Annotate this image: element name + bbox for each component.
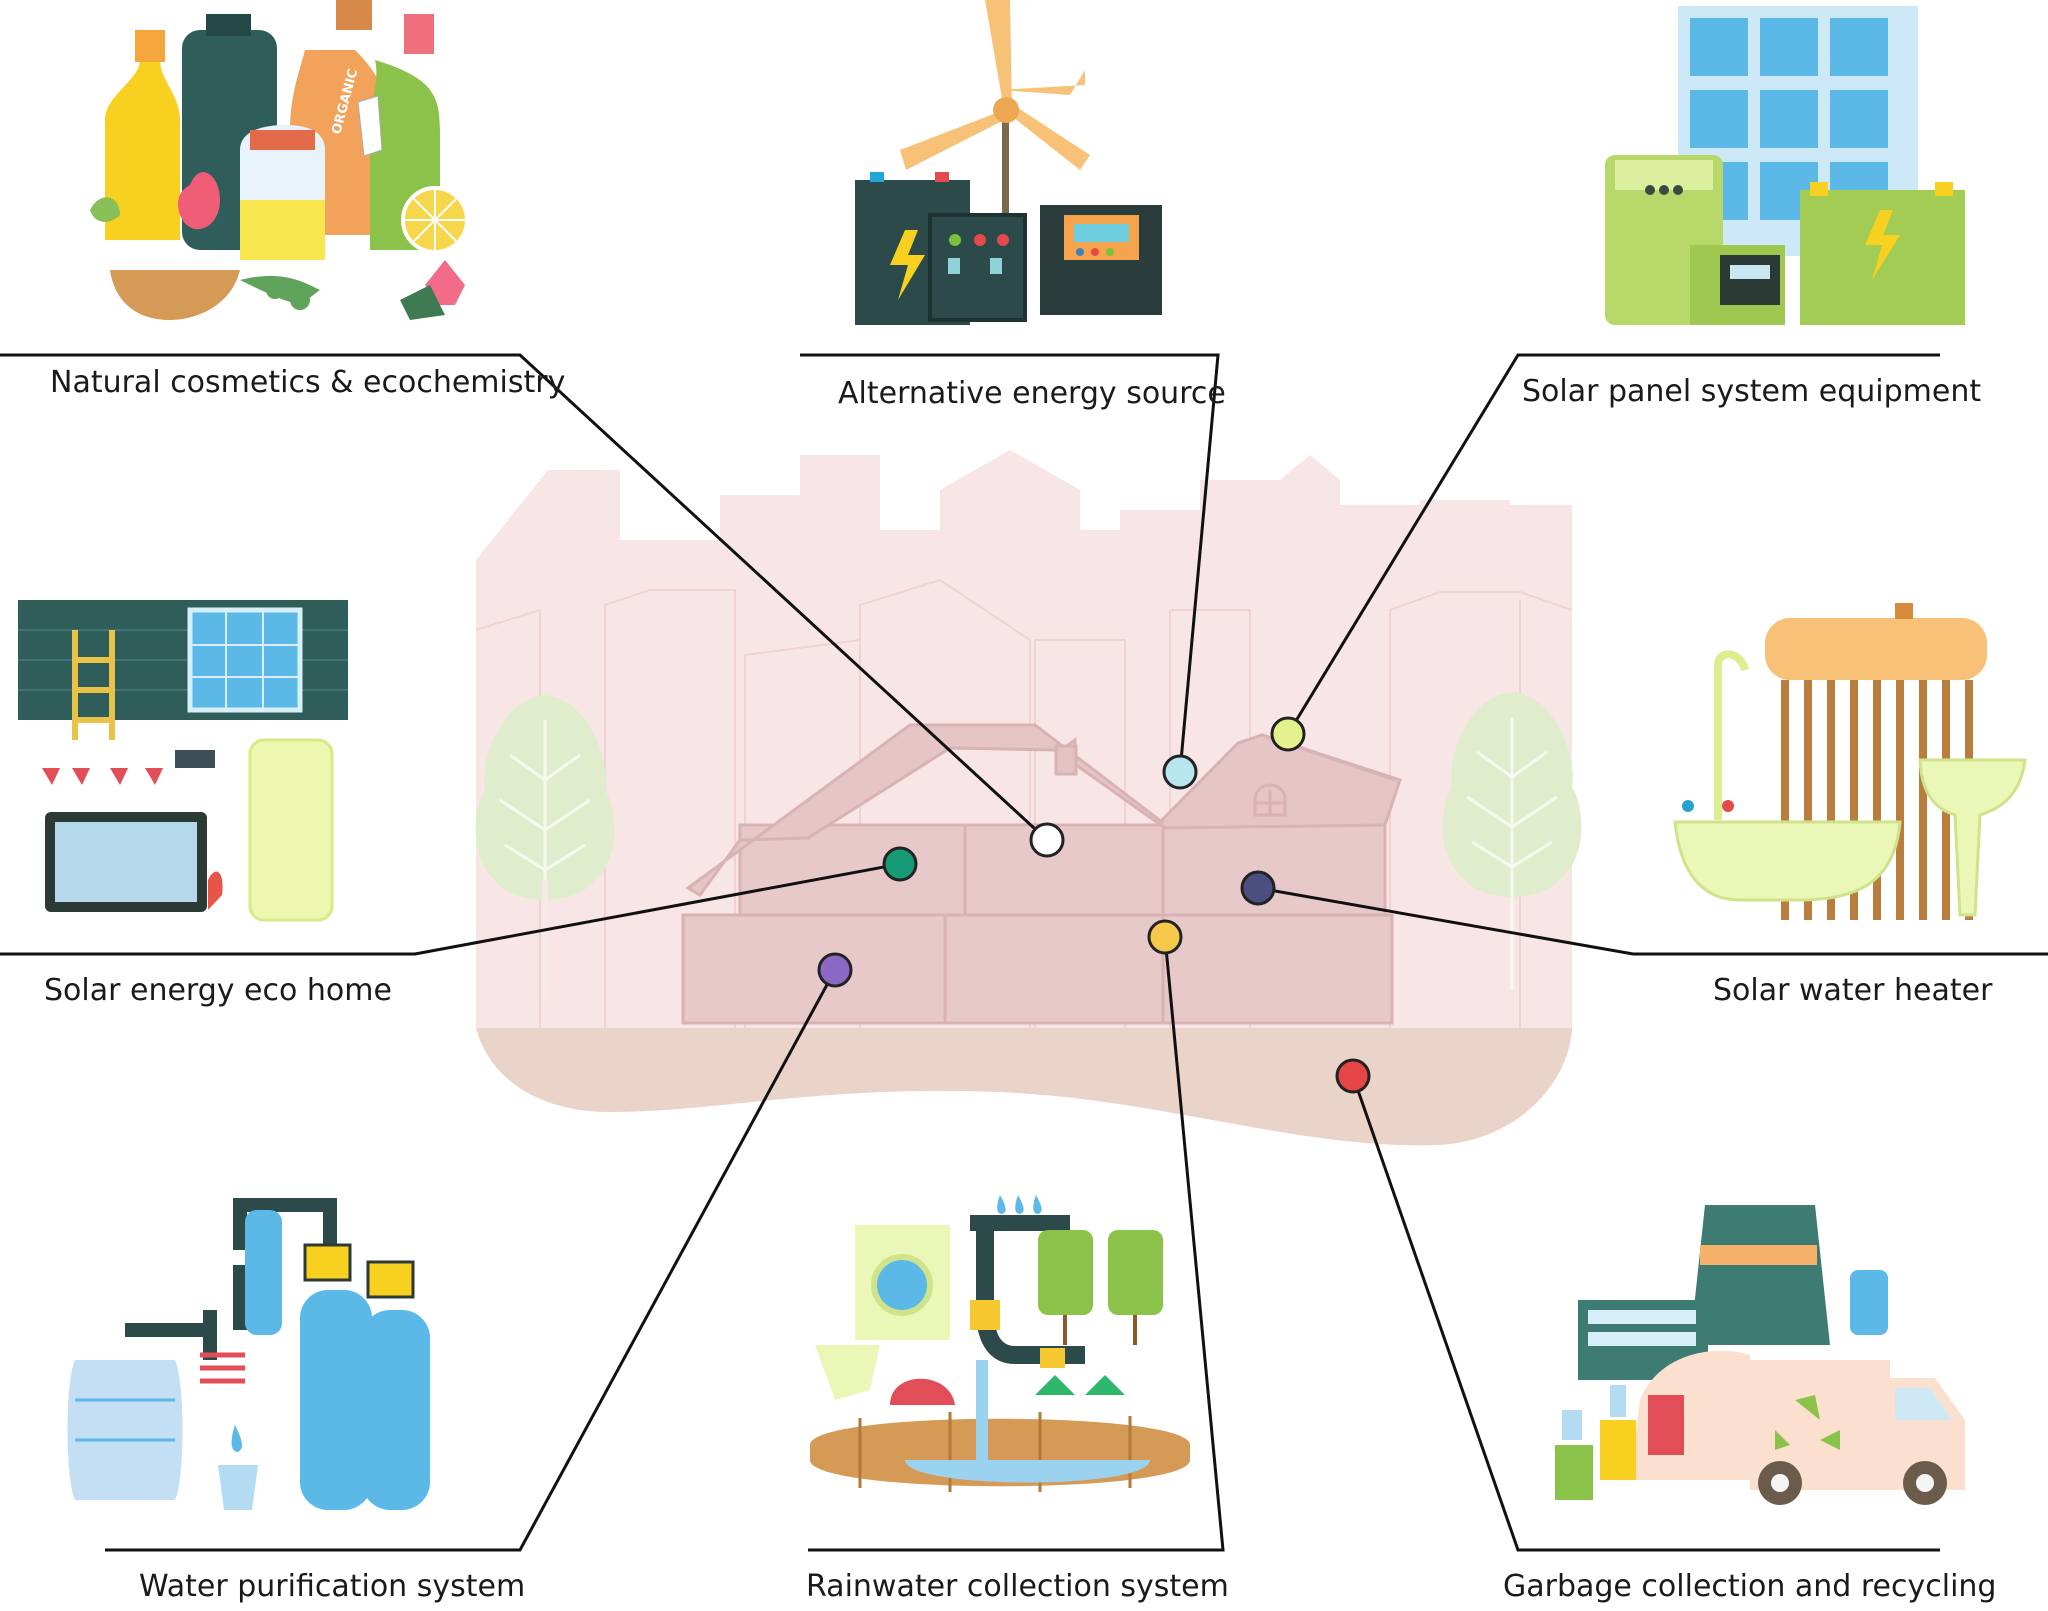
dot-alternative-energy [1162,754,1198,790]
cosmetics-bottles-icon: ORGANIC [90,0,469,320]
eco-home-appliances-icon [18,600,348,922]
dot-solar-panel [1270,716,1306,752]
label-solar-eco-home: Solar energy eco home [44,973,392,1008]
solar-panel-inverter-icon [1605,6,1965,325]
connector-rainwater [808,936,1225,1552]
connector-solar-water-heater [1257,886,2048,956]
connector-garbage [1351,1075,1940,1552]
dot-solar-eco-home [882,846,918,882]
dot-rainwater [1147,919,1183,955]
label-solar-water-heater: Solar water heater [1713,973,1993,1008]
connector-solar-panel [1286,353,1940,735]
label-garbage-recycling: Garbage collection and recycling [1503,1569,1997,1604]
marker-dots [817,716,1371,1094]
recycling-truck-bins-icon [1555,1205,1965,1505]
connector-water-purification [105,969,837,1552]
label-alternative-energy: Alternative energy source [838,376,1226,411]
connector-solar-eco-home [0,862,901,956]
water-filter-tanks-icon [67,1198,430,1510]
label-rainwater-collection: Rainwater collection system [806,1569,1229,1604]
connector-natural-cosmetics [0,353,1049,842]
central-scene [475,450,1582,1146]
dot-solar-water-heater [1240,870,1276,906]
connector-lines [0,353,2048,1552]
label-solar-panel-equipment: Solar panel system equipment [1522,374,1982,409]
tree-right [1442,692,1582,990]
solar-water-heater-bathtub-icon [1673,603,2027,920]
label-water-purification: Water purification system [139,1569,526,1604]
dot-garbage [1335,1058,1371,1094]
connector-alternative-energy [800,353,1220,773]
dot-natural-cosmetics [1029,822,1065,858]
tree-left [475,695,615,1000]
label-natural-cosmetics: Natural cosmetics & ecochemistry [50,365,566,400]
wind-turbine-battery-icon [855,0,1162,325]
ground [476,1028,1572,1146]
rainwater-tank-icon [810,1195,1190,1492]
dot-water-purification [817,952,853,988]
